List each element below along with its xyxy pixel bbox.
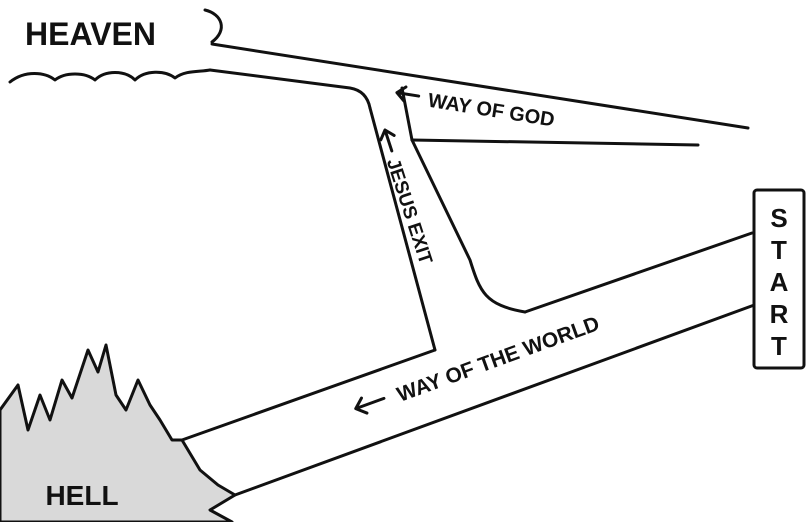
way-of-god-road [210,44,748,145]
start-letter-t2: T [771,331,787,361]
left-arrow-icon [353,391,387,416]
jesus-exit-road [370,108,525,350]
start-letter-a: A [770,267,789,297]
start-letter-r: R [770,299,789,329]
hell-label: HELL [45,480,118,511]
heaven-label: HEAVEN [25,16,156,52]
way-of-god-sign: WAY OF GOD [395,85,556,132]
way-of-world-label: WAY OF THE WORLD [394,312,603,407]
start-sign: S T A R T [754,190,804,368]
left-arrow-icon [396,86,420,103]
start-letter-s: S [770,203,787,233]
start-letter-t1: T [771,235,787,265]
heaven-cloud: HEAVEN [10,10,221,82]
